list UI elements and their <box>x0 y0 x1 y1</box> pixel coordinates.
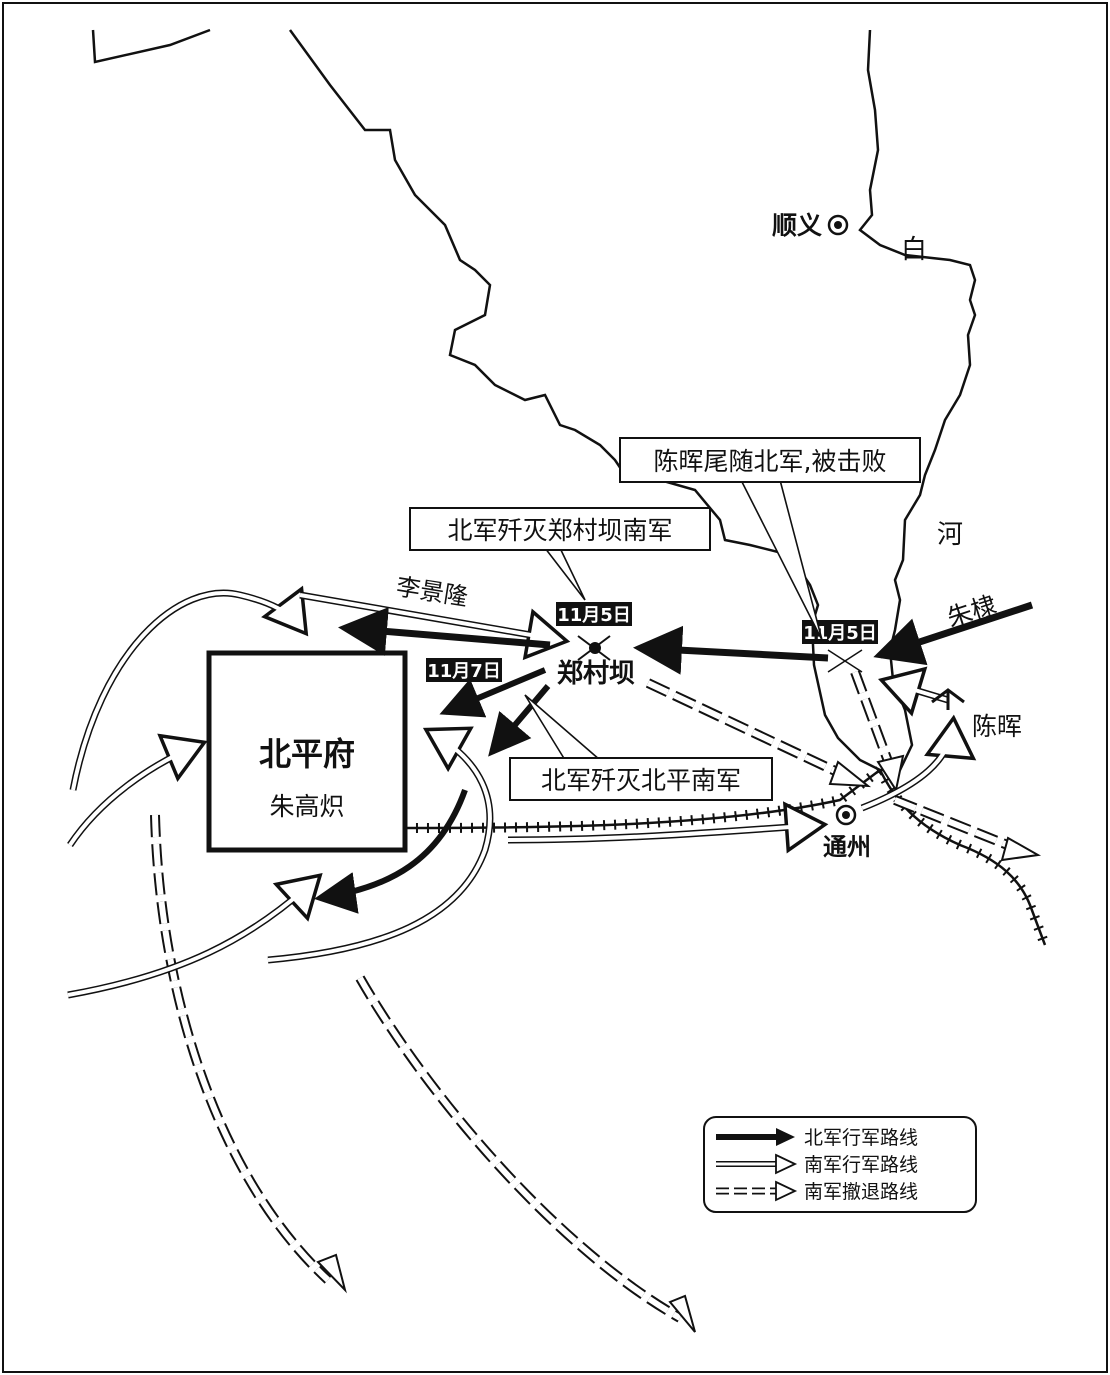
callout-beiping-annihilate: 北军歼灭北平南军 <box>509 694 773 801</box>
retreat-route-chenhui-tongzhou <box>850 670 905 793</box>
tongzhou-marker <box>835 804 857 826</box>
retreat-route-zhengcunba-tongzhou <box>645 678 872 788</box>
battle-marker-chenhui <box>827 649 863 673</box>
date-badge-zhengcunba: 11月5日 <box>556 602 632 626</box>
svg-text:北军歼灭北平南军: 北军歼灭北平南军 <box>541 766 741 795</box>
south-march-routes <box>67 585 977 999</box>
legend-south-march: 南军行军路线 <box>716 1153 918 1176</box>
coast-fragment <box>91 28 211 64</box>
battle-marker-zhengcunba <box>577 635 611 661</box>
north-march-routes <box>314 601 1034 914</box>
tongzhou-label: 通州 <box>823 833 871 861</box>
callout-zhengcunba-annihilate: 北军歼灭郑村坝南军 <box>409 507 711 601</box>
retreat-route-south <box>355 975 696 1333</box>
shunyi-marker <box>827 214 849 236</box>
baihe-river <box>858 29 977 774</box>
date-badge-beiping: 11月7日 <box>426 658 502 682</box>
river-char-bai: 白 <box>901 235 927 265</box>
legend-south-retreat: 南军撤退路线 <box>716 1180 918 1203</box>
retreat-route-west <box>150 814 347 1294</box>
callout-chenhui-defeat: 陈晖尾随北军,被击败 <box>619 437 921 641</box>
retreat-route-tongzhou-east <box>893 795 1042 862</box>
svg-text:北军歼灭郑村坝南军: 北军歼灭郑村坝南军 <box>447 516 672 545</box>
svg-text:南军行军路线: 南军行军路线 <box>804 1154 918 1176</box>
shunyi-label: 顺义 <box>772 211 822 240</box>
svg-text:11月7日: 11月7日 <box>427 661 501 682</box>
commander-zhu-di: 朱棣 <box>944 590 1001 633</box>
south-retreat-routes <box>150 670 1042 1333</box>
beiping-fortress <box>206 650 408 853</box>
beiping-defender-label: 朱高炽 <box>269 792 344 821</box>
commander-chen-hui: 陈晖 <box>972 712 1022 741</box>
beiping-label: 北平府 <box>259 735 355 773</box>
svg-text:陈晖尾随北军,被击败: 陈晖尾随北军,被击败 <box>654 447 887 476</box>
legend-north-march: 北军行军路线 <box>716 1127 918 1149</box>
svg-text:南军撤退路线: 南军撤退路线 <box>804 1181 918 1203</box>
zhengcunba-label: 郑村坝 <box>557 659 635 689</box>
legend: 北军行军路线 南军行军路线 南军撤退路线 <box>703 1116 977 1213</box>
chenhui-camp-icon <box>931 688 965 710</box>
commander-li-jinglong: 李景隆 <box>394 573 469 612</box>
svg-text:北军行军路线: 北军行军路线 <box>804 1127 918 1149</box>
river-char-he: 河 <box>937 520 963 550</box>
svg-text:11月5日: 11月5日 <box>557 605 631 626</box>
